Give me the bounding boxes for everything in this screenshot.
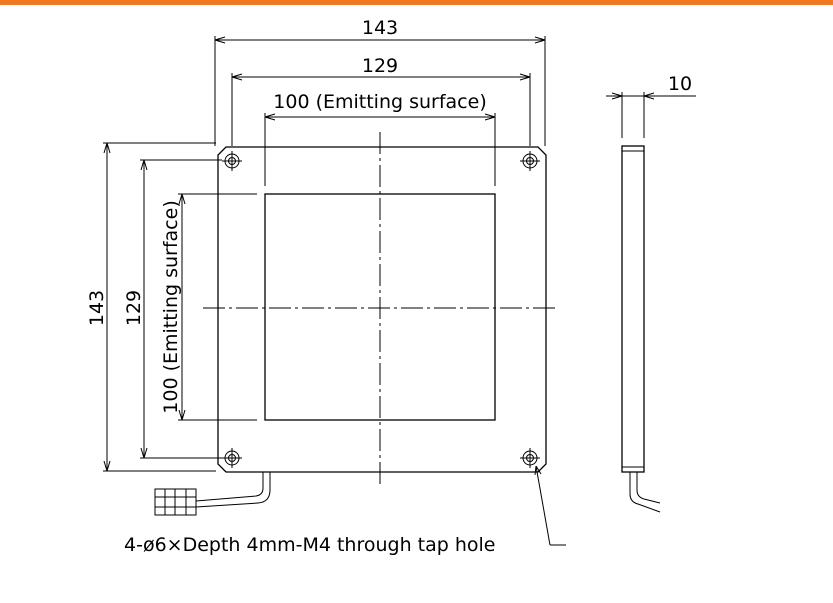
dim-height-emitting-label: 100 (Emitting surface) [160, 200, 182, 413]
mounting-hole-bottom-right [520, 448, 540, 468]
cable [195, 472, 271, 508]
dim-height-emitting: 100 (Emitting surface) [160, 193, 257, 421]
dim-width-emitting-label: 100 (Emitting surface) [273, 91, 486, 113]
dim-height-overall-label: 143 [86, 290, 108, 326]
mounting-hole-bottom-left [222, 448, 242, 468]
mounting-hole-top-right [520, 151, 540, 171]
dim-width-overall-label: 143 [362, 17, 398, 39]
dim-thickness: 10 [606, 73, 696, 138]
hole-callout-text: 4-ø6×Depth 4mm-M4 through tap hole [124, 534, 496, 556]
plate-outline [217, 146, 547, 473]
dim-width-overall: 143 [214, 17, 546, 146]
side-view [621, 145, 661, 513]
dim-height-holes-label: 129 [123, 290, 145, 326]
hole-callout: 4-ø6×Depth 4mm-M4 through tap hole [124, 465, 566, 556]
accent-top-bar [0, 0, 833, 5]
dim-width-emitting: 100 (Emitting surface) [264, 91, 496, 186]
dim-thickness-label: 10 [668, 73, 692, 95]
connector-icon [154, 488, 197, 516]
dim-width-holes-label: 129 [362, 55, 398, 77]
dim-width-holes: 129 [231, 55, 531, 146]
mounting-hole-top-left [222, 151, 242, 171]
dim-height-overall: 143 [86, 142, 216, 472]
dim-height-holes: 129 [123, 159, 222, 459]
